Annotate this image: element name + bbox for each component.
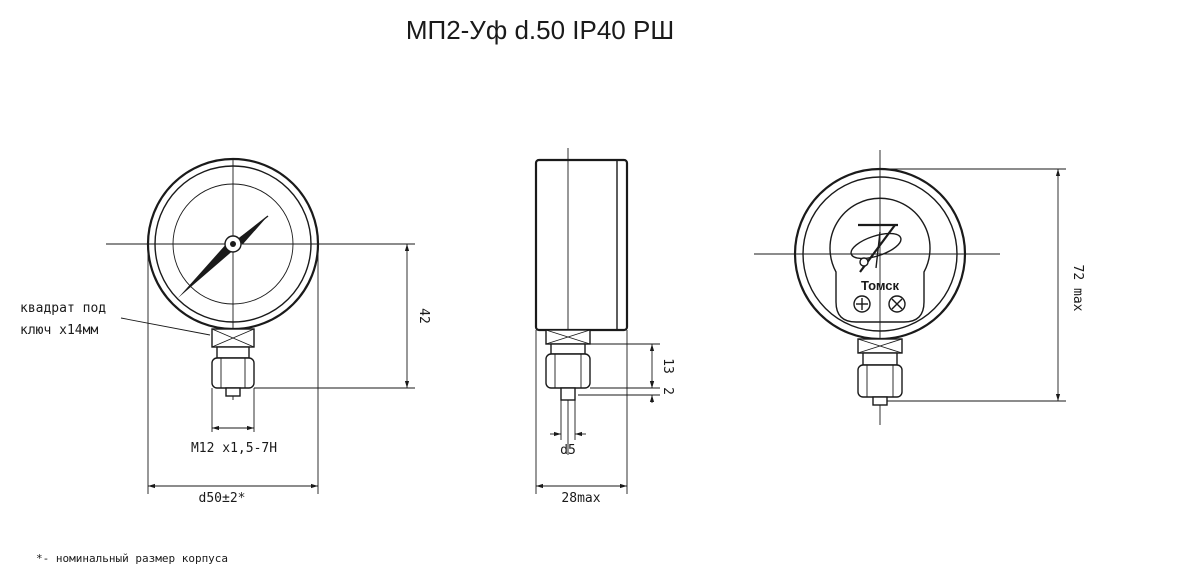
- d5-label: d5: [560, 443, 576, 458]
- side-body: [534, 158, 629, 332]
- dim-13-label: 13: [660, 358, 675, 374]
- dim-2-label: 2: [660, 387, 675, 395]
- gauge-pointer: [178, 215, 269, 298]
- diameter-label: d50±2*: [199, 491, 246, 506]
- wrench-label-line2: ключ х14мм: [20, 323, 98, 338]
- back-view: Томск 72 max: [754, 150, 1085, 425]
- thread-label: M12 x1,5-7H: [191, 441, 277, 456]
- back-plate: [829, 197, 931, 323]
- drawing-title: МП2-Уф d.50 IP40 РШ: [406, 15, 674, 45]
- footnote: *- номинальный размер корпуса: [36, 552, 228, 565]
- side-fitting: [545, 353, 591, 389]
- side-view: 13 2 d5 28max: [534, 148, 675, 506]
- back-fitting: [857, 364, 903, 398]
- brand-label: Томск: [861, 278, 900, 293]
- height-42-label: 42: [416, 308, 431, 324]
- front-view: квадрат под ключ х14мм M12 x1,5-7H 42 d5…: [20, 157, 431, 506]
- logo-icon: [850, 223, 902, 273]
- screw-right-icon: [888, 295, 906, 313]
- front-fitting: [211, 357, 255, 389]
- wrench-label-line1: квадрат под: [20, 301, 106, 316]
- depth-label: 28max: [561, 491, 600, 506]
- screw-left-icon: [853, 295, 871, 313]
- dim-72-label: 72 max: [1070, 265, 1085, 312]
